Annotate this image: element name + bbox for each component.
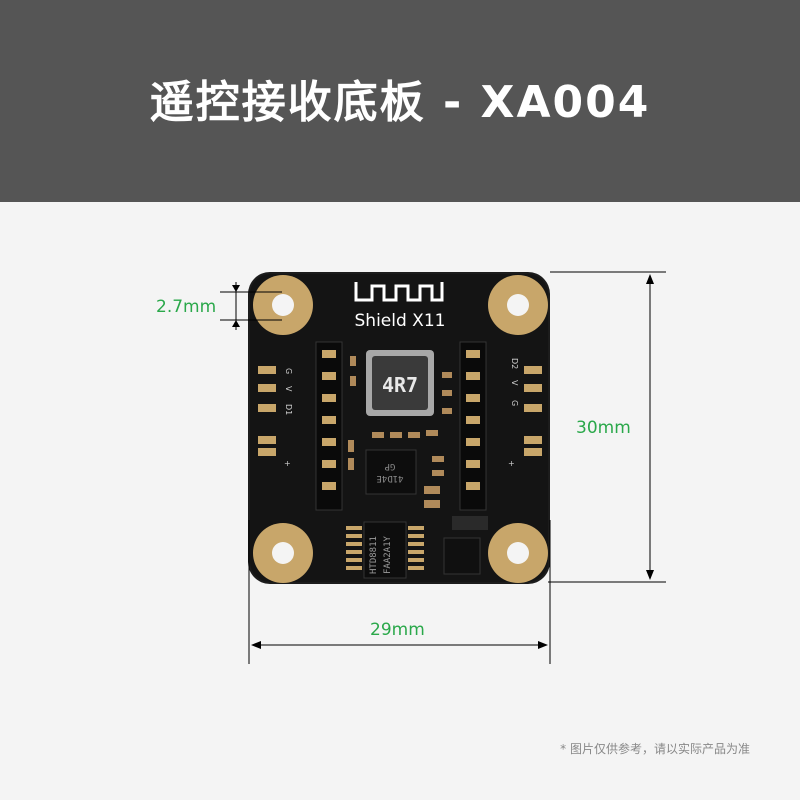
pad-label-left-1: G <box>284 368 293 374</box>
inductor-marking: 4R7 <box>382 373 418 397</box>
regulator-chip <box>365 449 417 495</box>
pad-label-right-1: D2 <box>510 358 519 369</box>
chip-marking-3: GP <box>384 461 395 471</box>
hole-diameter-label: 2.7mm <box>156 297 217 317</box>
chip-marking-4: 41D4E <box>376 473 403 483</box>
side-pads-left <box>258 366 276 456</box>
pad-label-left-4: + <box>284 459 291 468</box>
width-label: 29mm <box>370 620 425 640</box>
board-logo-text: Shield X11 <box>355 311 446 331</box>
height-label: 30mm <box>576 418 631 438</box>
mounting-hole-bottom-right <box>488 523 548 583</box>
page-title: 遥控接收底板 - XA004 <box>149 77 651 128</box>
product-photo: Shield X11 G <box>248 272 550 584</box>
header-banner: 遥控接收底板 - XA004 <box>0 0 800 202</box>
chip-marking-1: HTD8811 <box>369 536 379 574</box>
pad-label-right-4: + <box>508 459 515 468</box>
disclaimer-note: * 图片仅供参考，请以实际产品为准 <box>560 742 750 756</box>
pad-label-left-3: D1 <box>284 404 293 415</box>
mounting-hole-bottom-left <box>253 523 313 583</box>
dimension-overlay <box>220 271 666 664</box>
chip-marking-2: FAA2A1Y <box>383 535 393 574</box>
pad-label-right-3: G <box>510 400 519 406</box>
logo-wave-icon <box>354 282 444 302</box>
pin-header-right <box>459 341 487 511</box>
product-stage: Shield X11 G <box>0 202 800 800</box>
driver-chip <box>363 521 407 579</box>
pad-label-right-2: V <box>510 380 519 386</box>
small-chip <box>443 537 481 575</box>
pad-label-left-2: V <box>284 386 293 392</box>
side-pads-right <box>524 366 542 456</box>
mounting-hole-top-right <box>488 275 548 335</box>
